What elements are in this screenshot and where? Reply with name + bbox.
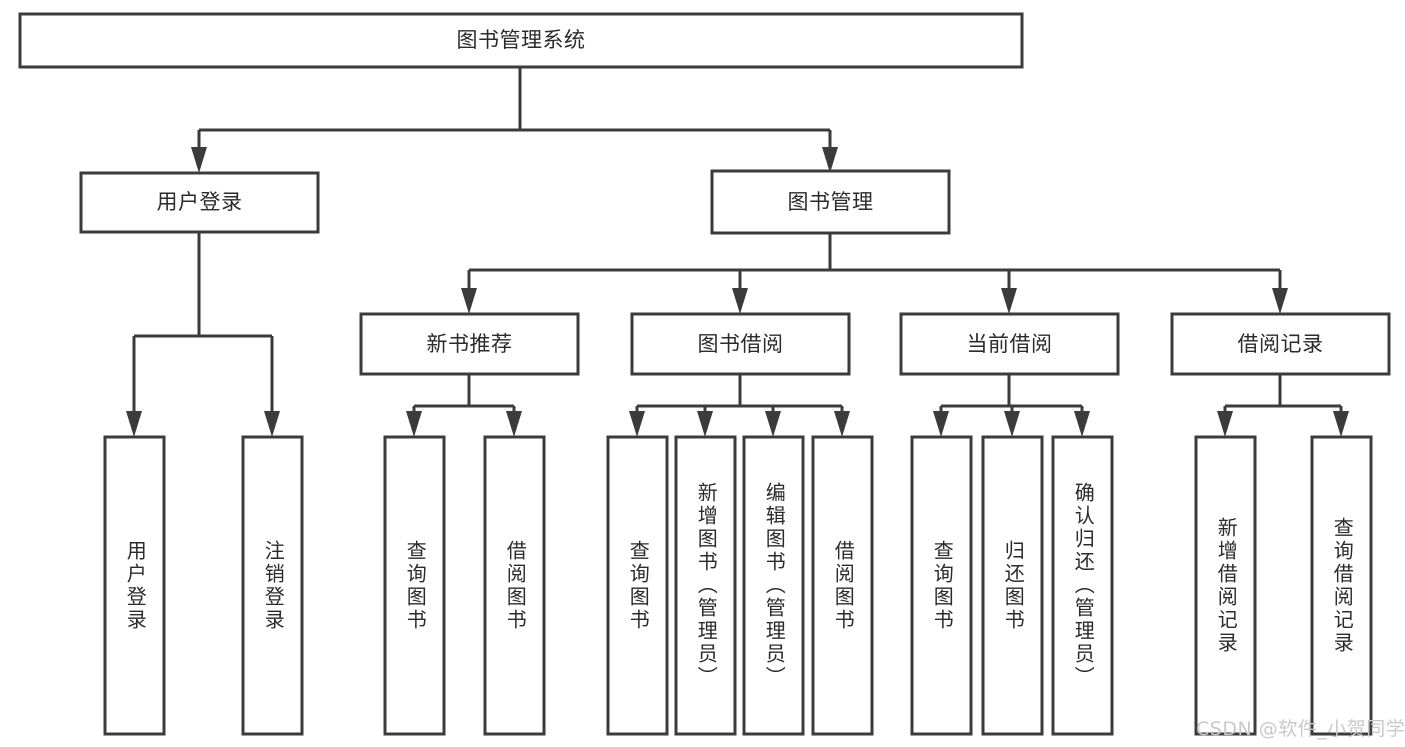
arrow-head-icon	[1001, 288, 1017, 314]
arrow-head-icon	[1004, 411, 1020, 437]
arrow-head-icon	[629, 411, 645, 437]
node-box-records	[1170, 312, 1391, 376]
arrow-head-icon	[506, 411, 522, 437]
arrow-head-icon	[933, 411, 949, 437]
arrow-head-icon	[732, 288, 748, 314]
box-layer	[18, 12, 1391, 736]
arrow-head-icon	[822, 147, 838, 173]
node-box-leaf-bw-query	[606, 435, 669, 736]
arrow-head-icon	[1333, 411, 1349, 437]
node-box-current	[899, 312, 1120, 376]
node-box-bookmgmt	[710, 169, 951, 235]
edge-layer	[126, 67, 1349, 437]
edges-records	[1217, 374, 1349, 437]
node-box-leaf-cur-confirm	[1051, 435, 1114, 736]
edges-root	[191, 67, 838, 173]
arrow-head-icon	[406, 411, 422, 437]
node-box-leaf-user-logout	[241, 435, 304, 736]
node-box-leaf-bw-add	[674, 435, 737, 736]
node-box-leaf-nb-query	[383, 435, 446, 736]
node-box-leaf-nb-borrow	[483, 435, 546, 736]
arrow-head-icon	[191, 147, 207, 173]
node-box-leaf-user-login	[103, 435, 166, 736]
node-box-leaf-rec-add	[1194, 435, 1257, 736]
arrow-head-icon	[765, 411, 781, 437]
node-box-leaf-bw-edit	[742, 435, 805, 736]
arrow-head-icon	[697, 411, 713, 437]
node-box-newbook	[359, 312, 580, 376]
arrow-head-icon	[264, 411, 280, 437]
arrow-head-icon	[1074, 411, 1090, 437]
edges-login	[126, 232, 280, 437]
node-box-leaf-cur-query	[910, 435, 973, 736]
arrow-head-icon	[1272, 288, 1288, 314]
node-box-login	[79, 171, 320, 234]
edges-newbook	[406, 374, 522, 437]
edges-current	[933, 374, 1090, 437]
node-box-leaf-rec-query	[1310, 435, 1373, 736]
edges-bookmgmt	[461, 233, 1288, 314]
node-box-borrow	[630, 312, 851, 376]
node-box-root	[18, 12, 1024, 69]
arrow-head-icon	[834, 411, 850, 437]
node-box-leaf-cur-return	[981, 435, 1044, 736]
edges-borrow	[629, 374, 850, 437]
arrow-head-icon	[1217, 411, 1233, 437]
arrow-head-icon	[461, 288, 477, 314]
node-box-leaf-bw-borrow	[811, 435, 874, 736]
arrow-head-icon	[126, 411, 142, 437]
